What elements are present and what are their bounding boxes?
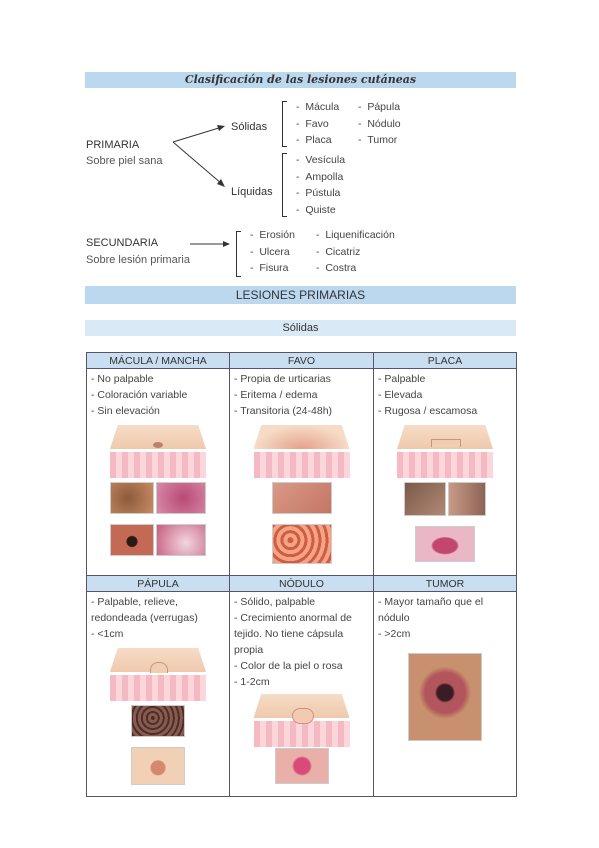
list-item: - Quiste xyxy=(296,203,336,216)
photo-group-favo xyxy=(234,481,369,573)
list-item: - Coloración variable xyxy=(91,389,188,401)
list-item: - Pústula xyxy=(296,187,341,199)
list-item: - Elevada xyxy=(378,389,423,401)
header-placa: PLACA xyxy=(373,352,517,369)
secundaria-arrow xyxy=(190,241,230,247)
cell-favo: - Propia de urticarias - Eritema / edema… xyxy=(229,368,374,576)
header-macula: MÁCULA / MANCHA xyxy=(86,352,230,369)
primaria-label: PRIMARIA xyxy=(86,139,140,151)
cell-placa: - Palpable - Elevada - Rugosa / escamosa xyxy=(373,368,517,576)
header-papula: PÁPULA xyxy=(86,575,230,592)
primaria-arrows xyxy=(172,125,225,187)
list-item: - Placa xyxy=(296,134,332,146)
list-item: - Palpable, relieve, redondeada (verruga… xyxy=(91,596,198,624)
list-item: - Pápula xyxy=(358,101,401,113)
list-item: - Vesícula xyxy=(296,154,346,166)
photo-group-tumor xyxy=(378,652,512,750)
list-item: - Color de la piel o rosa xyxy=(234,660,343,672)
secundaria-column-2: - Liquenificación - Cicatriz - Costra xyxy=(316,227,395,277)
secundaria-column-1: - Erosión - Ulcera - Fisura xyxy=(250,227,295,277)
list-item: - Sólido, palpable xyxy=(234,596,316,608)
list-item: - Eritema / edema xyxy=(234,389,318,401)
list-item: - Cicatriz xyxy=(316,245,361,258)
header-favo: FAVO xyxy=(229,352,374,369)
list-item: - <1cm xyxy=(91,628,124,640)
header-nodulo: NÓDULO xyxy=(229,575,374,592)
lesions-table: MÁCULA / MANCHA FAVO PLACA - No palpable… xyxy=(86,352,517,797)
solidas-column-2: - Pápula - Nódulo - Tumor xyxy=(358,99,401,149)
cell-tumor: - Mayor tamaño que el nódulo - >2cm xyxy=(373,591,517,797)
section-title: LESIONES PRIMARIAS xyxy=(85,286,516,304)
photo-group-placa xyxy=(378,481,512,571)
solidas-label: Sólidas xyxy=(231,121,268,133)
primaria-description: Sobre piel sana xyxy=(86,155,163,167)
list-item: - Sin elevación xyxy=(91,405,160,417)
subsection-title: Sólidas xyxy=(85,320,516,336)
list-item: - Rugosa / escamosa xyxy=(378,405,478,417)
list-item: - Crecimiento anormal de tejido. No tien… xyxy=(234,612,352,656)
photo-group-papula xyxy=(91,704,225,794)
list-item: - Nódulo xyxy=(358,117,401,130)
liquidas-brace xyxy=(282,153,287,217)
list-item: - Mácula xyxy=(296,101,340,113)
cell-papula: - Palpable, relieve, redondeada (verruga… xyxy=(86,591,230,797)
list-item: - Ampolla xyxy=(296,170,344,183)
skin-diagram-favo xyxy=(253,425,350,478)
list-item: - Propia de urticarias xyxy=(234,373,331,385)
header-tumor: TUMOR xyxy=(373,575,517,592)
list-item: - Ulcera xyxy=(250,245,290,258)
secundaria-description: Sobre lesión primaria xyxy=(86,254,190,266)
cell-nodulo: - Sólido, palpable - Crecimiento anormal… xyxy=(229,591,374,797)
secundaria-label: SECUNDARIA xyxy=(86,237,159,249)
list-item: - Tumor xyxy=(358,134,398,146)
photo-group-nodulo xyxy=(234,747,369,793)
list-item: - Palpable xyxy=(378,373,426,385)
secundaria-brace xyxy=(236,231,241,277)
skin-diagram-macula xyxy=(110,425,206,478)
list-item: - Costra xyxy=(316,262,357,274)
list-item: - Fisura xyxy=(250,262,289,274)
skin-diagram-placa xyxy=(397,425,493,478)
document-title: Clasificación de las lesiones cutáneas xyxy=(85,72,516,88)
table-row: - Palpable, relieve, redondeada (verruga… xyxy=(86,591,517,797)
photo-group-macula xyxy=(91,481,225,565)
list-item: - Transitoria (24-48h) xyxy=(234,405,333,417)
table-header-row: PÁPULA NÓDULO TUMOR xyxy=(86,575,517,592)
liquidas-column: - Vesícula - Ampolla - Pústula - Quiste xyxy=(296,152,345,218)
list-item: - 1-2cm xyxy=(234,676,270,688)
solidas-column-1: - Mácula - Favo - Placa xyxy=(296,99,339,149)
list-item: - No palpable xyxy=(91,373,154,385)
list-item: - Favo xyxy=(296,117,329,130)
skin-diagram-nodulo xyxy=(253,694,350,747)
list-item: - >2cm xyxy=(378,628,411,640)
table-row: - No palpable - Coloración variable - Si… xyxy=(86,368,517,576)
list-item: - Mayor tamaño que el nódulo xyxy=(378,596,484,624)
list-item: - Liquenificación xyxy=(316,229,395,241)
cell-macula: - No palpable - Coloración variable - Si… xyxy=(86,368,230,576)
liquidas-label: Líquidas xyxy=(231,186,273,198)
skin-diagram-papula xyxy=(110,648,206,701)
list-item: - Erosión xyxy=(250,229,295,241)
solidas-brace xyxy=(282,101,287,147)
table-header-row: MÁCULA / MANCHA FAVO PLACA xyxy=(86,352,517,369)
